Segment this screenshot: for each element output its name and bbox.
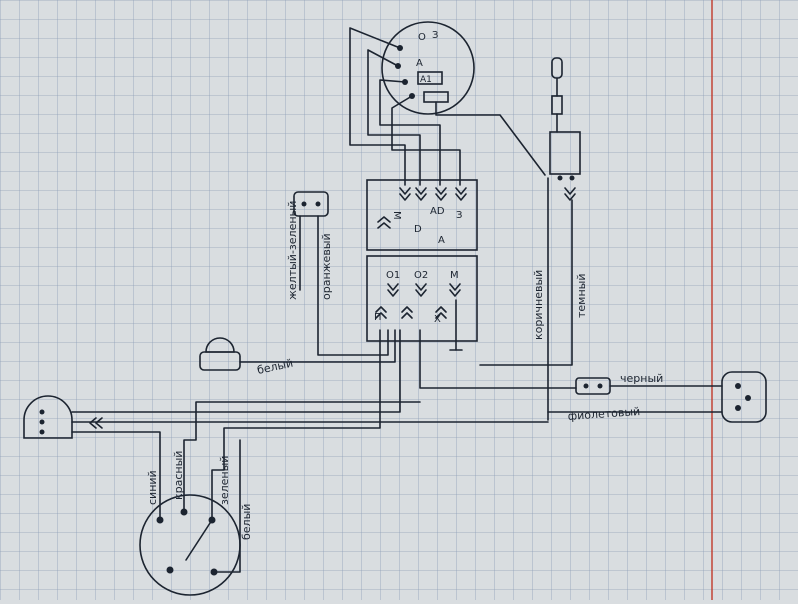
block-bottom-label-x: X (434, 314, 441, 325)
small-lamp (199, 337, 241, 371)
block-bottom-label-p: П (374, 312, 382, 323)
left-top-connector (293, 191, 329, 217)
ignition-label-a: А (416, 58, 423, 69)
main-block: M D AD A З O1 O2 M П X (366, 179, 478, 351)
block-top-label-z: З (456, 210, 462, 221)
label-brown: коричневый (532, 270, 545, 340)
fuse-holder (549, 57, 581, 201)
block-top-label-m: M (391, 211, 402, 220)
label-green: зеленый (218, 456, 231, 505)
ignition-switch: О З А А1 (381, 21, 475, 115)
label-dark: темный (575, 274, 588, 319)
label-black: черный (620, 372, 663, 385)
block-bottom-label-o1: O1 (386, 270, 400, 281)
ignition-label-z: З (432, 30, 438, 41)
ignition-label-a1: А1 (420, 75, 432, 85)
block-top-label-a: A (438, 235, 445, 246)
label-orange: оранжевый (320, 233, 333, 300)
tail-connector (721, 371, 767, 423)
block-top-label-ad: AD (430, 206, 445, 217)
label-blue: синий (146, 470, 159, 505)
label-red: красный (172, 451, 185, 500)
label-white-bottom: белый (240, 504, 253, 540)
block-bottom-label-m: M (450, 270, 459, 281)
ignition-label-o: О (418, 32, 426, 43)
label-yellow-green: желтый-зеленый (286, 201, 299, 300)
block-bottom-label-o2: O2 (414, 270, 428, 281)
headlight (23, 395, 103, 439)
label-violet: фиолетовый (567, 405, 640, 423)
block-top-label-d: D (414, 224, 422, 235)
